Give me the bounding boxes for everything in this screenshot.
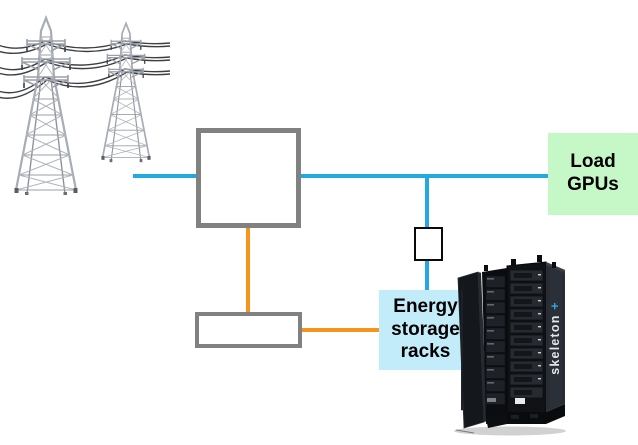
power-lines xyxy=(0,40,171,99)
load-gpus-label: Load GPUs xyxy=(567,151,619,195)
tower-large xyxy=(13,16,79,195)
dc-line-horizontal xyxy=(301,328,380,332)
rack-brand-text: skeleton xyxy=(548,314,562,374)
rack-base xyxy=(486,404,565,428)
rack-brand-logo: skeleton + xyxy=(548,301,562,375)
energy-storage-label: Energy storage racks xyxy=(391,295,460,363)
rack-right-bay xyxy=(506,261,547,421)
branch-junction-box xyxy=(414,227,443,261)
rack-brand-plus-icon: + xyxy=(548,301,562,310)
transmission-towers-icon xyxy=(0,16,171,195)
ac-line-converter-to-load xyxy=(300,174,548,178)
energy-storage-node: Energy storage racks xyxy=(379,290,472,370)
ac-line-grid-to-converter xyxy=(133,174,197,178)
ac-branch-line-upper xyxy=(425,176,429,230)
load-gpus-node: Load GPUs xyxy=(548,133,638,215)
battery-rack-image: skeleton + xyxy=(454,255,566,436)
battery-rack-cabinet: skeleton + xyxy=(454,255,566,436)
tower-small xyxy=(100,22,152,164)
rack-open-door xyxy=(457,271,487,429)
rack-left-bay xyxy=(482,268,507,424)
secondary-converter-box xyxy=(195,312,302,348)
rack-top-lugs xyxy=(484,255,556,271)
ac-branch-line-lower xyxy=(425,259,429,292)
dc-line-vertical xyxy=(246,228,250,313)
main-converter-box xyxy=(196,128,301,228)
